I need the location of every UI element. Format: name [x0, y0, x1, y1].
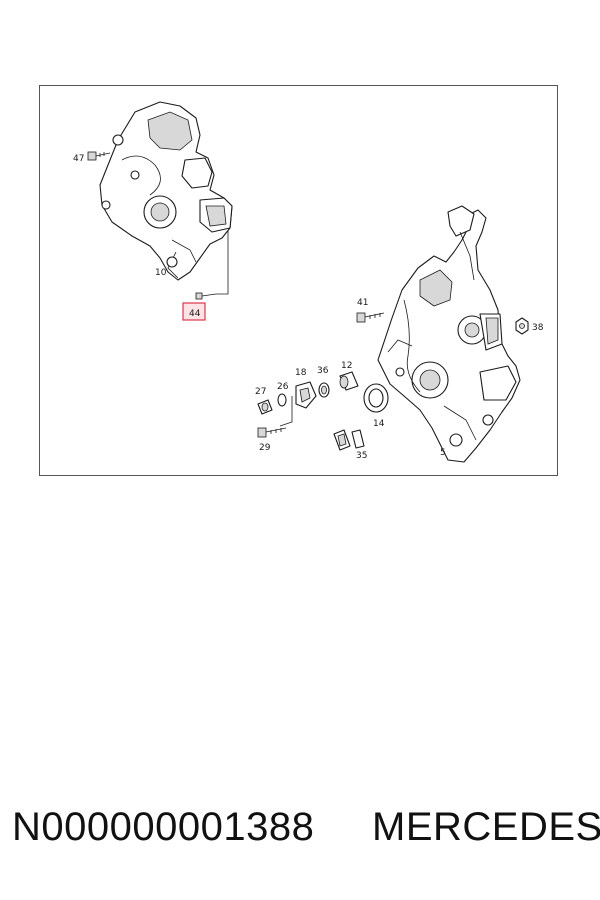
- callout-29: 29: [259, 443, 271, 453]
- part-code: N000000001388: [12, 805, 315, 849]
- washer-26[interactable]: [277, 393, 287, 407]
- bolt-44[interactable]: [195, 230, 229, 300]
- clips-35[interactable]: [333, 429, 365, 451]
- callout-10: 10: [155, 268, 167, 278]
- callout-47: 47: [73, 154, 84, 164]
- bolt-41[interactable]: [356, 312, 385, 323]
- callout-41: 41: [357, 298, 368, 308]
- sensor-18[interactable]: [279, 381, 317, 427]
- plug-27[interactable]: [257, 399, 273, 415]
- callout-27: 27: [255, 387, 266, 397]
- seal-14[interactable]: [363, 383, 389, 413]
- callout-18: 18: [295, 368, 307, 378]
- callout-5: 5: [440, 448, 446, 458]
- callout-14: 14: [373, 419, 385, 429]
- bolt-47[interactable]: [87, 151, 111, 161]
- callout-35: 35: [356, 451, 367, 461]
- callout-44: 44: [189, 309, 201, 319]
- bolt-29[interactable]: [257, 427, 287, 438]
- brand-name: MERCEDES: [372, 805, 600, 849]
- callout-12: 12: [341, 361, 352, 371]
- callout-36: 36: [317, 366, 329, 376]
- highlight-box-44: [182, 302, 206, 321]
- footer: N000000001388 MERCEDES: [0, 805, 600, 865]
- timing-cover-large[interactable]: [377, 205, 521, 463]
- callout-38: 38: [532, 323, 544, 333]
- bushing-12[interactable]: [339, 371, 359, 391]
- timing-cover-small[interactable]: [99, 101, 233, 281]
- ring-36[interactable]: [318, 382, 330, 398]
- nut-38[interactable]: [515, 317, 529, 335]
- callout-26: 26: [277, 382, 289, 392]
